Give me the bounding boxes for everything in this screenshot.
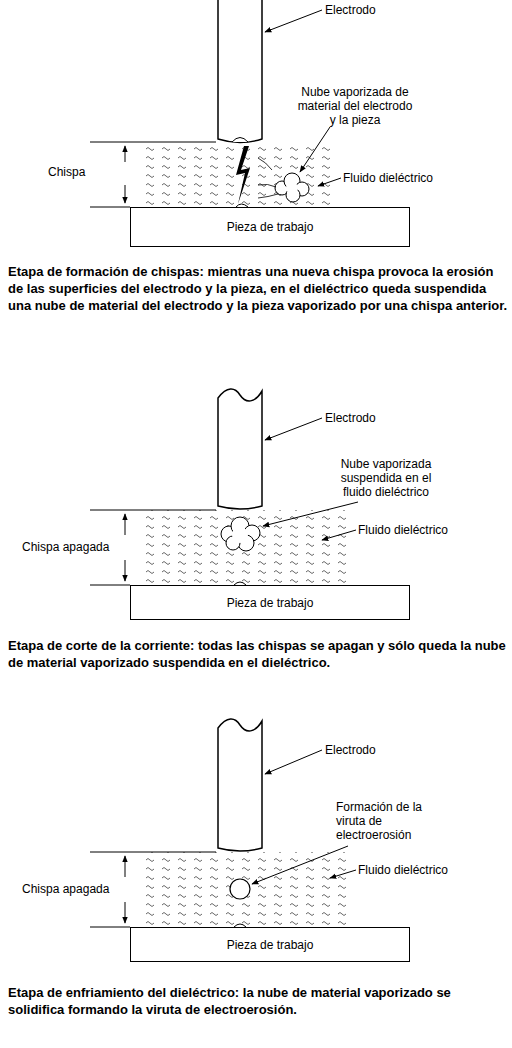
dielectric-fluid xyxy=(140,142,338,207)
gap-dimension xyxy=(90,142,216,207)
workpiece-block: Pieza de trabajo xyxy=(130,585,410,620)
callout-label: Nube vaporizada de material del electrod… xyxy=(296,85,414,127)
part-label: Electrodo xyxy=(325,3,415,17)
vapor-trail xyxy=(258,158,278,198)
vapor-cloud xyxy=(221,517,260,551)
stage-caption: Etapa de corte de la corriente: todas la… xyxy=(8,637,508,671)
dimension-label: Chispa xyxy=(48,165,108,179)
dielectric-fluid xyxy=(140,852,352,927)
electrode xyxy=(218,0,262,143)
workpiece-block: Pieza de trabajo xyxy=(130,927,410,962)
edm-chip xyxy=(230,879,250,899)
dielectric-fluid xyxy=(140,510,352,585)
dimension-label: Chispa apagada xyxy=(22,540,122,554)
part-label: Fluido dieléctrico xyxy=(358,863,478,877)
electrode xyxy=(218,389,262,509)
workpiece-label: Pieza de trabajo xyxy=(227,596,314,610)
dimension-label: Chispa apagada xyxy=(22,882,122,896)
part-label: Fluido dieléctrico xyxy=(343,171,463,185)
stage-caption: Etapa de enfriamiento del dieléctrico: l… xyxy=(8,984,508,1018)
electrode xyxy=(218,719,262,851)
workpiece-label: Pieza de trabajo xyxy=(227,220,314,234)
callout-label: Nube vaporizada suspendida en el fluido … xyxy=(325,457,447,499)
spark-bolt xyxy=(236,146,250,204)
part-label: Electrodo xyxy=(325,411,415,425)
electrode-crater xyxy=(232,138,248,143)
callout-label: Formación de la viruta de electroerosión xyxy=(336,800,428,842)
vapor-cloud xyxy=(275,173,309,202)
part-label: Electrodo xyxy=(325,743,415,757)
workpiece-label: Pieza de trabajo xyxy=(227,938,314,952)
stage-caption: Etapa de formación de chispas: mientras … xyxy=(8,263,508,314)
workpiece-block: Pieza de trabajo xyxy=(130,207,410,247)
part-label: Fluido dieléctrico xyxy=(358,523,478,537)
